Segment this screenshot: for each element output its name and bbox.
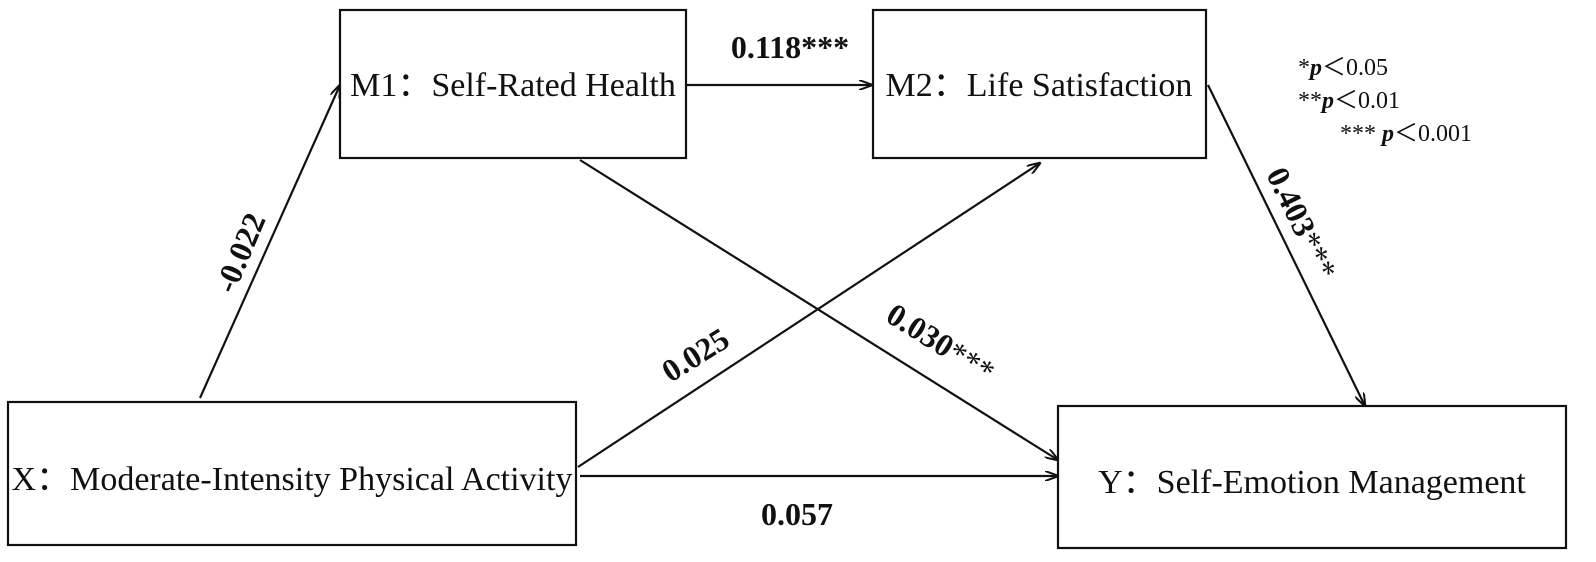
significance-legend: *p＜0.05 **p＜0.01 *** p＜0.001 [1298, 55, 1502, 147]
legend-line-1: *p＜0.05 [1298, 55, 1388, 81]
legend-line-3: *** p＜0.001 [1298, 121, 1502, 147]
node-x: X：Moderate-Intensity Physical Activity [6, 400, 578, 547]
path-x-to-m1 [198, 85, 340, 399]
node-x-label: X：Moderate-Intensity Physical Activity [12, 461, 573, 498]
node-y-label: Y：Self-Emotion Management [1098, 464, 1526, 501]
legend-line-2: **p＜0.01 [1298, 88, 1400, 114]
node-y: Y：Self-Emotion Management [1056, 404, 1568, 550]
coef-x-y: 0.057 [761, 496, 833, 532]
coef-x-m1: -0.022 [207, 208, 272, 298]
coef-m1-m2: 0.118*** [731, 29, 849, 65]
node-m1-label: M1：Self-Rated Health [350, 67, 676, 104]
coef-m1-y: 0.030*** [880, 296, 1001, 390]
node-m1: M1：Self-Rated Health [338, 8, 688, 160]
path-m2-to-y [1207, 84, 1365, 406]
path-m1-to-y [579, 159, 1058, 460]
node-m2: M2：Life Satisfaction [871, 8, 1208, 160]
path-x-to-m2 [577, 163, 1040, 468]
coef-x-m2: 0.025 [655, 320, 735, 389]
node-m2-label: M2：Life Satisfaction [886, 67, 1193, 104]
coef-m2-y: 0.403*** [1259, 161, 1344, 285]
